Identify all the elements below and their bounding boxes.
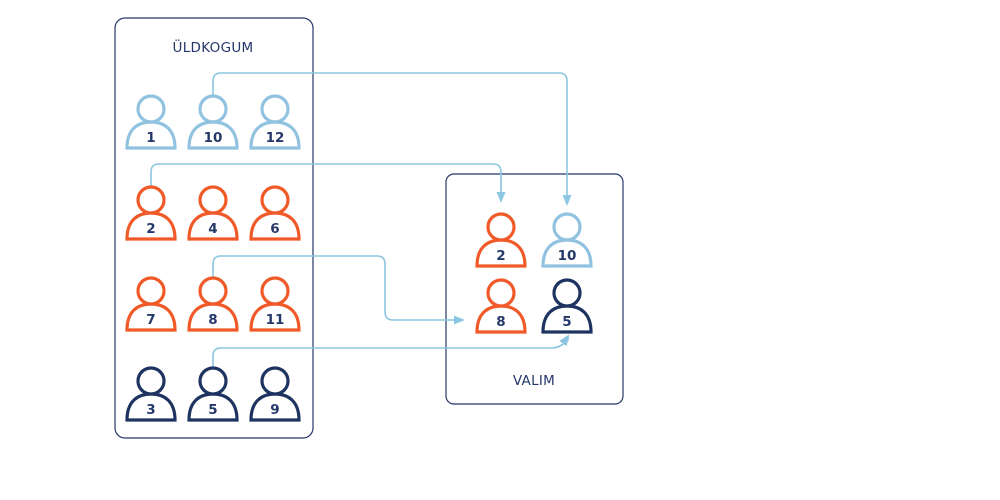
population-person-5: 5 — [187, 366, 239, 422]
person-number: 8 — [208, 312, 217, 328]
sample-person-8: 8 — [475, 278, 527, 334]
sample-person-5: 5 — [541, 278, 593, 334]
sample-group: VALIM — [445, 173, 624, 405]
population-title: ÜLDKOGUM — [173, 38, 254, 56]
person-number: 7 — [146, 312, 155, 328]
sample-title: VALIM — [513, 373, 555, 389]
person-head-icon — [198, 276, 228, 306]
person-head-icon — [552, 278, 582, 308]
person-head-icon — [136, 366, 166, 396]
connector-p10-to-s10 — [212, 72, 572, 206]
person-number: 12 — [266, 130, 285, 146]
sample-box — [445, 173, 624, 405]
person-head-icon — [136, 185, 166, 215]
person-head-icon — [260, 94, 290, 124]
person-head-icon — [136, 276, 166, 306]
connector-p5-to-s5 — [212, 334, 570, 369]
population-group: ÜLDKOGUM — [114, 17, 314, 439]
connector-lines — [150, 72, 572, 369]
population-person-2: 2 — [125, 185, 177, 241]
person-number: 6 — [270, 221, 279, 237]
person-number: 1 — [146, 130, 155, 146]
people-layer: 1 10 12 2 4 6 7 8 11 3 5 9 2 10 8 5 — [125, 94, 593, 422]
person-number: 9 — [270, 402, 279, 418]
population-person-3: 3 — [125, 366, 177, 422]
connector-p8-to-s8 — [212, 255, 465, 325]
person-head-icon — [260, 276, 290, 306]
population-person-7: 7 — [125, 276, 177, 332]
arrowhead-icon — [496, 192, 506, 203]
person-head-icon — [486, 212, 516, 242]
population-person-12: 12 — [249, 94, 301, 150]
person-number: 5 — [208, 402, 217, 418]
person-number: 11 — [266, 312, 285, 328]
population-person-1: 1 — [125, 94, 177, 150]
population-person-8: 8 — [187, 276, 239, 332]
person-number: 2 — [496, 248, 505, 264]
person-number: 2 — [146, 221, 155, 237]
person-head-icon — [198, 185, 228, 215]
population-person-9: 9 — [249, 366, 301, 422]
person-number: 10 — [204, 130, 223, 146]
person-head-icon — [198, 94, 228, 124]
person-head-icon — [486, 278, 516, 308]
person-head-icon — [260, 185, 290, 215]
population-person-10: 10 — [187, 94, 239, 150]
arrowhead-icon — [454, 315, 465, 325]
person-number: 5 — [562, 314, 571, 330]
sample-person-10: 10 — [541, 212, 593, 268]
population-box — [114, 17, 314, 439]
person-number: 4 — [208, 221, 217, 237]
person-number: 3 — [146, 402, 155, 418]
person-head-icon — [198, 366, 228, 396]
person-head-icon — [136, 94, 166, 124]
person-head-icon — [260, 366, 290, 396]
population-person-11: 11 — [249, 276, 301, 332]
person-number: 10 — [558, 248, 577, 264]
person-head-icon — [552, 212, 582, 242]
population-person-4: 4 — [187, 185, 239, 241]
sample-person-2: 2 — [475, 212, 527, 268]
arrowhead-icon — [559, 334, 570, 346]
arrowhead-icon — [562, 195, 572, 206]
population-person-6: 6 — [249, 185, 301, 241]
connector-p2-to-s2 — [150, 163, 506, 203]
person-number: 8 — [496, 314, 505, 330]
